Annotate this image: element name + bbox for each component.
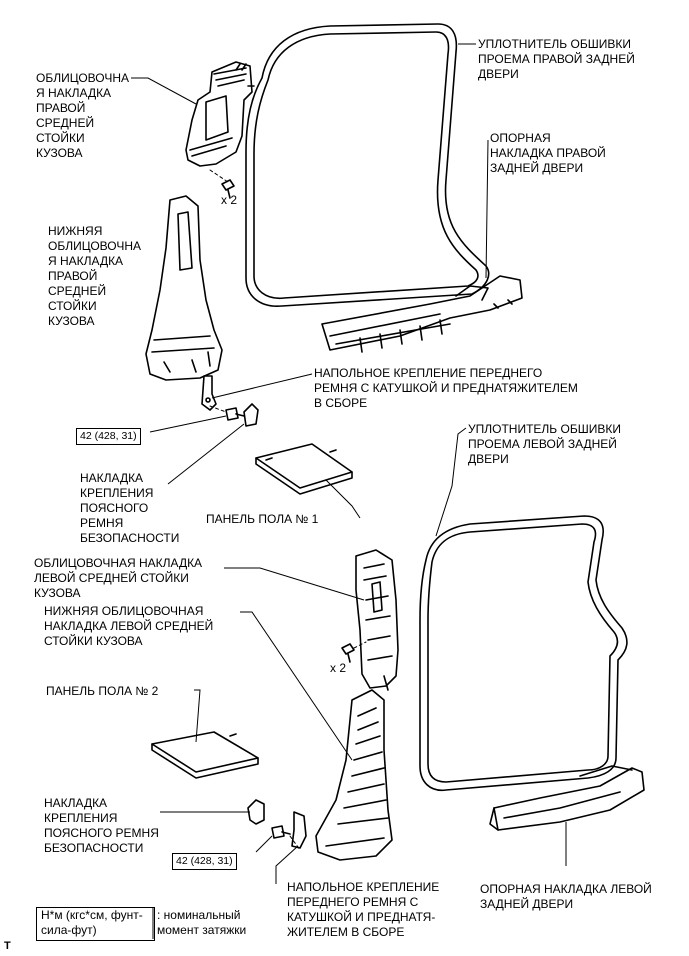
label-left-belt-anchor: НАПОЛЬНОЕ КРЕПЛЕНИЕ ПЕРЕДНЕГО РЕМНЯ С КА… [287, 880, 440, 939]
legend-unit: Н*м (кгс*см, фунт- сила-фут) [41, 908, 143, 937]
label-floor-panel-1: ПАНЕЛЬ ПОЛА № 1 [206, 512, 319, 526]
label-right-rear-scuff-plate: ОПОРНАЯ НАКЛАДКА ПРАВОЙ ЗАДНЕЙ ДВЕРИ [490, 131, 606, 175]
torque-spec-right: 42 (428, 31) [76, 428, 141, 445]
label-left-rear-scuff-plate: ОПОРНАЯ НАКЛАДКА ЛЕВОЙ ЗАДНЕЙ ДВЕРИ [480, 882, 652, 911]
right-pillar-clip [209, 169, 235, 199]
label-left-upper-pillar-trim: ОБЛИЦОВОЧНАЯ НАКЛАДКА ЛЕВОЙ СРЕДНЕЙ СТОЙ… [34, 556, 203, 600]
right-lower-pillar-trim [145, 195, 223, 381]
footer-mark: T [4, 940, 11, 952]
label-left-lower-pillar-trim: НИЖНЯЯ ОБЛИЦОВОЧНАЯ НАКЛАДКА ЛЕВОЙ СРЕДН… [44, 604, 214, 648]
left-lower-pillar-trim [315, 689, 393, 861]
floor-panel-2 [151, 731, 259, 779]
label-left-clip-qty: x 2 [330, 661, 347, 675]
label-floor-panel-2: ПАНЕЛЬ ПОЛА № 2 [46, 684, 159, 698]
label-left-rear-weatherstrip: УПЛОТНИТЕЛЬ ОБШИВКИ ПРОЕМА ЛЕВОЙ ЗАДНЕЙ … [468, 422, 621, 466]
label-right-clip-qty: x 2 [221, 193, 238, 207]
left-belt-cover [247, 799, 265, 825]
label-right-rear-weatherstrip: УПЛОТНИТЕЛЬ ОБШИВКИ ПРОЕМА ПРАВОЙ ЗАДНЕЙ… [478, 37, 635, 81]
floor-panel-1 [255, 443, 353, 495]
torque-spec-left: 42 (428, 31) [172, 853, 237, 870]
label-right-belt-cover: НАКЛАДКА КРЕПЛЕНИЯ ПОЯСНОГО РЕМНЯ БЕЗОПА… [80, 471, 180, 545]
right-rear-scuff-plate [321, 275, 523, 353]
right-rear-door-weatherstrip [245, 23, 490, 307]
left-rear-door-weatherstrip [419, 515, 628, 791]
label-right-belt-anchor: НАПОЛЬНОЕ КРЕПЛЕНИЕ ПЕРЕДНЕГО РЕМНЯ С КА… [314, 366, 578, 410]
right-belt-cover [243, 403, 259, 427]
right-upper-pillar-trim [185, 61, 255, 167]
legend-meaning: : номинальный момент затяжки [157, 908, 247, 937]
label-right-lower-pillar-trim: НИЖНЯЯ ОБЛИЦОВОЧНА Я НАКЛАДКА ПРАВОЙ СРЕ… [48, 224, 141, 328]
legend-box [36, 907, 155, 941]
left-rear-scuff-plate [489, 765, 645, 831]
label-left-belt-cover: НАКЛАДКА КРЕПЛЕНИЯ ПОЯСНОГО РЕМНЯ БЕЗОПА… [44, 796, 159, 855]
left-belt-anchor [271, 811, 307, 851]
leader-lines [131, 43, 567, 884]
label-right-upper-pillar-trim: ОБЛИЦОВОЧНА Я НАКЛАДКА ПРАВОЙ СРЕДНЕЙ СТ… [36, 71, 129, 160]
left-pillar-clip [341, 641, 367, 663]
right-belt-anchor [201, 375, 245, 421]
left-upper-pillar-trim [355, 549, 399, 691]
